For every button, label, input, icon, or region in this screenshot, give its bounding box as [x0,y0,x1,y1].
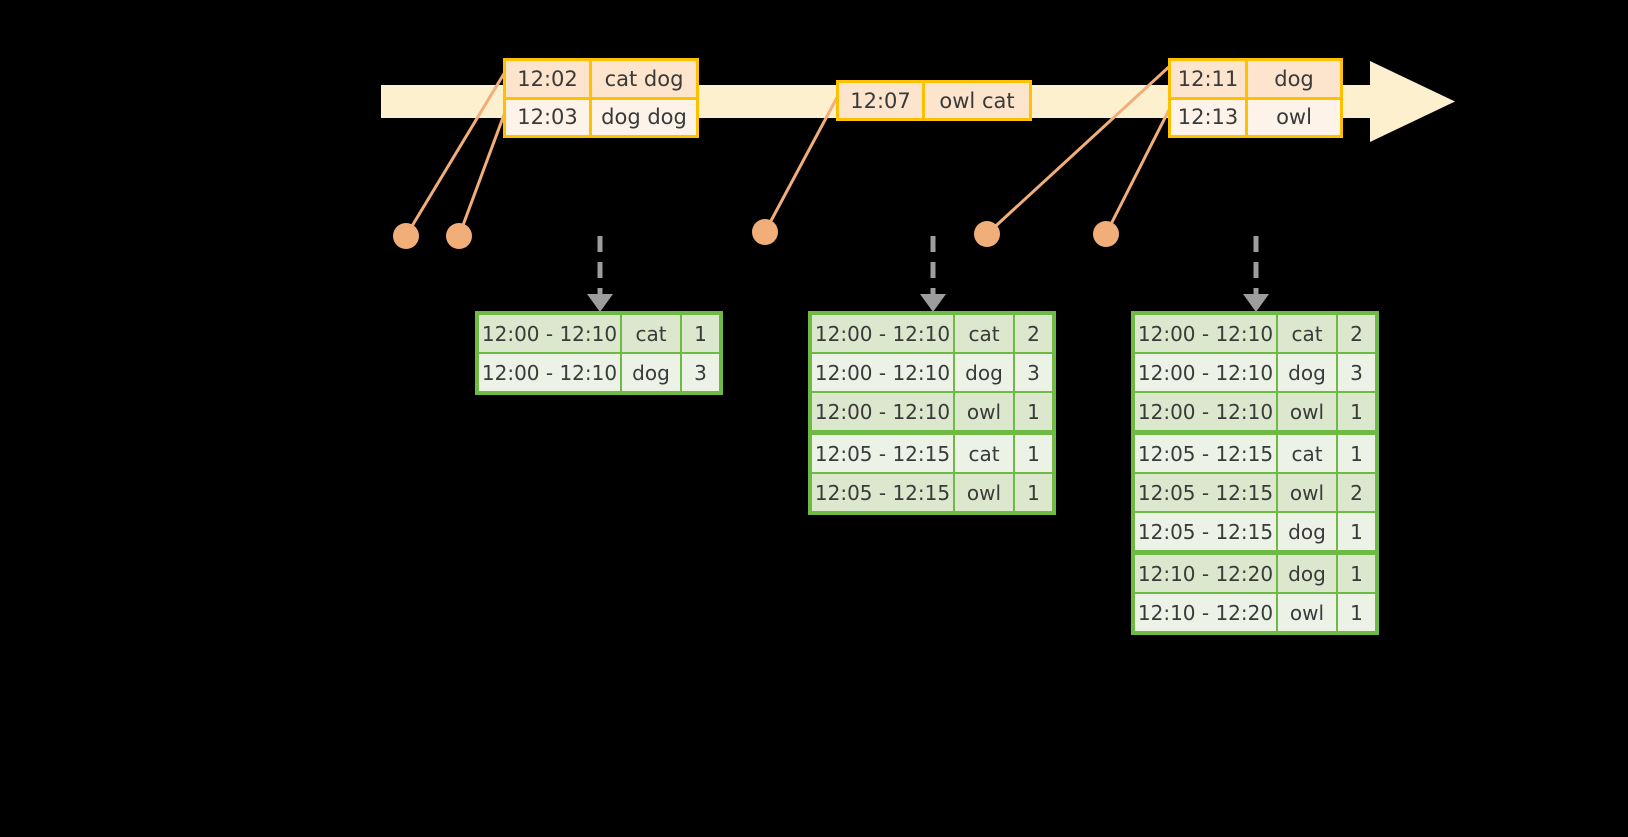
key-cell: dog [1278,513,1338,550]
key-cell: owl [955,474,1015,511]
window-cell: 12:05 - 12:15 [1135,513,1278,550]
window-cell: 12:00 - 12:10 [1135,315,1278,352]
window-cell: 12:10 - 12:20 [1135,594,1278,631]
leader-line-5 [1104,102,1174,236]
count-cell: 1 [1338,393,1375,430]
key-cell: dog [1278,354,1338,391]
window-cell: 12:00 - 12:10 [1135,354,1278,391]
count-cell: 2 [1338,315,1375,352]
down-arrow-3-head [1243,294,1269,312]
event-dot-1 [393,223,419,249]
event-dot-3 [752,219,778,245]
event-dot-4 [974,221,1000,247]
key-cell: dog [955,354,1015,391]
event-dot-2 [446,223,472,249]
key-cell: cat [955,315,1015,352]
event-timestamp: 12:11 [1171,61,1248,97]
key-cell: dog [622,354,682,391]
leader-line-3 [763,90,842,234]
leader-line-2 [457,102,510,238]
count-cell: 1 [682,315,719,352]
event-dot-5 [1093,221,1119,247]
key-cell: owl [1278,393,1338,430]
leader-line-1 [404,65,510,238]
window-cell: 12:05 - 12:15 [812,435,955,472]
event-timestamp: 12:02 [506,61,592,97]
window-cell: 12:05 - 12:15 [1135,474,1278,511]
key-cell: cat [955,435,1015,472]
key-cell: cat [1278,435,1338,472]
down-arrow-1-head [587,294,613,312]
count-cell: 1 [1338,513,1375,550]
key-cell: cat [1278,315,1338,352]
key-cell: owl [955,393,1015,430]
window-cell: 12:00 - 12:10 [812,315,955,352]
count-cell: 1 [1338,555,1375,592]
event-timestamp: 12:03 [506,99,592,135]
window-cell: 12:05 - 12:15 [1135,435,1278,472]
count-cell: 2 [1338,474,1375,511]
event-timestamp: 12:07 [839,83,925,118]
down-arrow-2-head [920,294,946,312]
key-cell: dog [1278,555,1338,592]
count-cell: 3 [1338,354,1375,391]
event-timestamp: 12:13 [1171,99,1248,135]
count-cell: 1 [1015,435,1052,472]
count-cell: 1 [1338,594,1375,631]
count-cell: 1 [1015,393,1052,430]
window-cell: 12:05 - 12:15 [812,474,955,511]
window-cell: 12:10 - 12:20 [1135,555,1278,592]
window-cell: 12:00 - 12:10 [812,393,955,430]
event-words: owl cat [925,83,1029,118]
count-cell: 3 [1015,354,1052,391]
event-words: cat dog [592,61,696,97]
window-cell: 12:00 - 12:10 [479,354,622,391]
key-cell: owl [1278,594,1338,631]
count-cell: 1 [1338,435,1375,472]
count-cell: 1 [1015,474,1052,511]
count-cell: 3 [682,354,719,391]
event-words: dog dog [592,99,696,135]
window-cell: 12:00 - 12:10 [1135,393,1278,430]
event-words: dog [1248,61,1340,97]
key-cell: owl [1278,474,1338,511]
window-cell: 12:00 - 12:10 [479,315,622,352]
key-cell: cat [622,315,682,352]
event-words: owl [1248,99,1340,135]
window-cell: 12:00 - 12:10 [812,354,955,391]
count-cell: 2 [1015,315,1052,352]
